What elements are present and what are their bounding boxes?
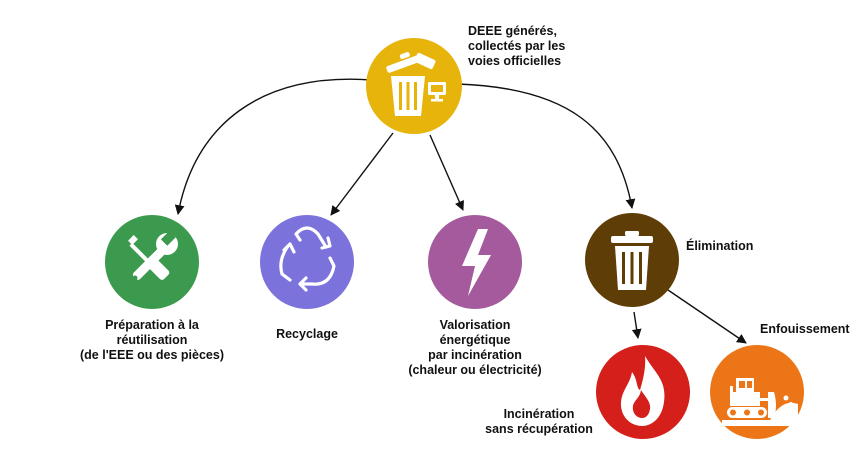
node-recycling-circle: [260, 215, 354, 309]
trash-bin-with-monitor-icon: [386, 52, 446, 116]
node-source-label: DEEE générés, collectés par les voies of…: [468, 24, 566, 68]
node-incineration: [596, 345, 690, 439]
edge-disposal-to-incineration: [631, 311, 642, 339]
node-source: [366, 38, 462, 134]
node-incineration-label: Incinération sans récupération: [485, 407, 593, 436]
node-recycling: [260, 215, 354, 309]
edge-source-to-reuse: [174, 78, 373, 215]
flame-icon: [620, 356, 665, 426]
node-disposal-label: Élimination: [686, 239, 754, 253]
node-energy-label: Valorisation énergétique par incinératio…: [408, 318, 542, 377]
node-energy: [428, 215, 522, 309]
edge-disposal-to-landfill: [667, 289, 747, 344]
edge-source-to-energy: [429, 134, 464, 211]
edge-source-to-disposal: [457, 83, 636, 209]
edge-source-to-recycling: [330, 132, 394, 216]
node-reuse: [105, 215, 199, 309]
node-landfill-label: Enfouissement: [760, 322, 850, 336]
bulldozer-icon: [722, 378, 798, 426]
node-disposal: [585, 213, 679, 307]
node-landfill: [710, 345, 804, 439]
wrench-screwdriver-icon: [128, 230, 178, 281]
lightning-bolt-icon: [462, 229, 491, 296]
trash-can-icon: [611, 231, 653, 290]
node-reuse-label: Préparation à la réutilisation (de l'EEE…: [80, 318, 224, 362]
connectors: [174, 78, 747, 344]
recycle-icon: [279, 226, 336, 292]
node-recycling-label: Recyclage: [276, 327, 338, 341]
